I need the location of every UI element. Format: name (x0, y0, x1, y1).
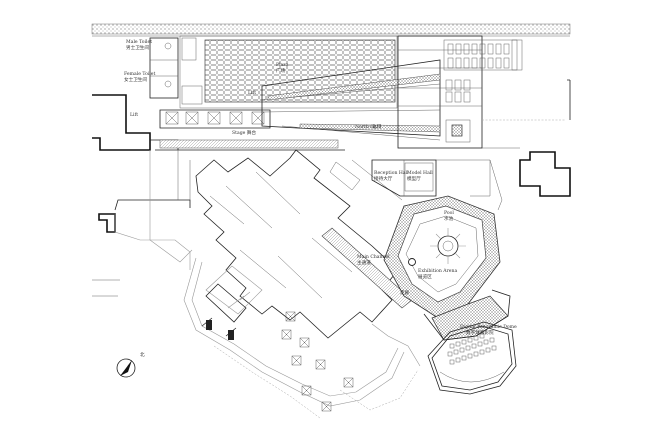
parking-bays (443, 39, 523, 103)
paved-walk (155, 139, 345, 151)
pool-label-cn: 水池 (444, 215, 454, 222)
east-building-outline (519, 79, 571, 197)
theater-seating (447, 333, 497, 365)
parking-grid (397, 35, 565, 149)
plaza-label: Plaza (276, 62, 289, 68)
dome-wing (423, 289, 511, 341)
north-arrow: 北 (116, 351, 145, 378)
female-toilet-label: Female Toilet (124, 71, 156, 77)
lift-label-2: Lift (248, 90, 256, 96)
digital-theater-label-cn: 数字球幕影院 (466, 329, 494, 336)
reception-hall-label-cn: 接待大厅 (374, 175, 393, 182)
reception-block: Reception Hall 接待大厅 Model Hall 模型厅 (371, 159, 503, 211)
model-hall-label: Model Hall (407, 170, 433, 176)
exhibition-arena-label: Exhibition Arena (418, 268, 457, 274)
male-toilet-label-cn: 男士卫生间 (126, 44, 149, 51)
lift-label: Lift (130, 112, 138, 118)
north-gate-label-cn: 北门 (372, 123, 382, 130)
north-symbol-label: 北 (140, 351, 145, 358)
reception-hall-label: Reception Hall (374, 170, 409, 176)
planter-row: Stage 舞台 (159, 109, 271, 136)
corridor-label-cn: 走廊 (400, 289, 410, 296)
toilet-block: Male Toilet 男士卫生间 Female Toilet 女士卫生间 Li… (124, 37, 197, 118)
pool-label: Pool (444, 210, 454, 216)
stage-label: Stage 舞台 (232, 129, 256, 136)
main-building (195, 149, 399, 339)
west-building-outline (92, 94, 191, 297)
digital-theater: Digital Panoramic Dome 数字球幕影院 (427, 321, 517, 395)
exhibition-arena: Pool 水池 Main Channel 主通道 Exhibition Aren… (357, 195, 501, 319)
exhibition-arena-label-cn: 展览区 (418, 273, 432, 280)
male-toilet-label: Male Toilet (126, 39, 152, 45)
west-road (149, 150, 193, 263)
north-gate-label: North Gate (355, 124, 382, 130)
digital-theater-label: Digital Panoramic Dome (460, 324, 517, 330)
main-channel-label-cn: 主通道 (357, 259, 371, 266)
ramp-walkway: North Gate 北门 (261, 59, 441, 141)
perimeter-gravel-strip (91, 23, 571, 37)
plaza-label-cn: 广场 (276, 67, 286, 74)
south-planters (281, 311, 354, 412)
female-toilet-label-cn: 女士卫生间 (124, 76, 147, 83)
connecting-corridor (321, 159, 413, 309)
landscape-paths (183, 257, 421, 419)
model-hall-label-cn: 模型厅 (407, 175, 421, 182)
main-channel-label: Main Channel (357, 254, 390, 260)
